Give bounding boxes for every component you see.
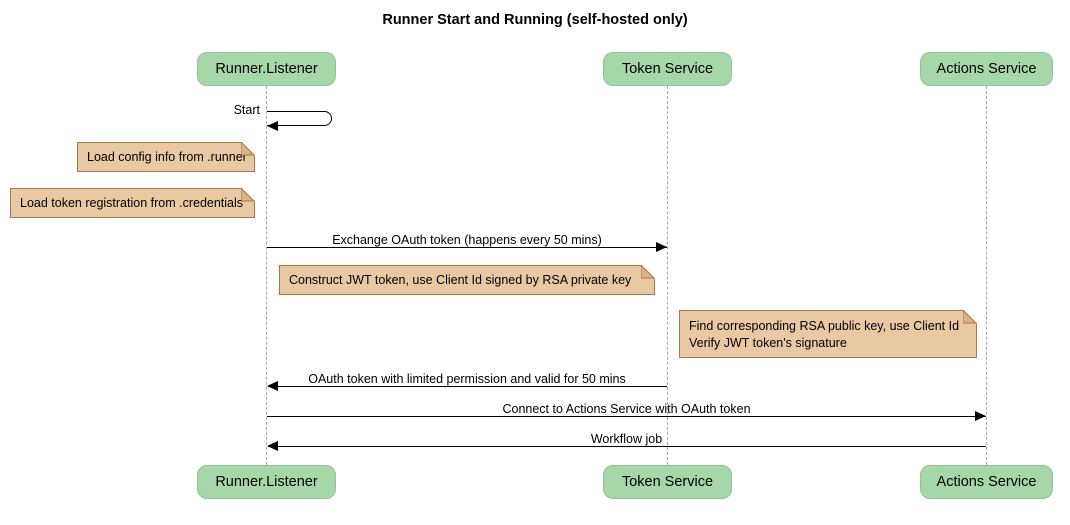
participant-token-service-top: Token Service: [603, 52, 732, 86]
participant-actions-service-bottom: Actions Service: [920, 465, 1053, 499]
note-load-token-registration: Load token registration from .credential…: [10, 188, 255, 218]
self-message-arrow: [267, 111, 332, 126]
arrowhead-right-icon: [975, 411, 986, 421]
message-line: [267, 416, 986, 417]
participant-label: Actions Service: [936, 61, 1037, 77]
participant-runner-listener-top: Runner.Listener: [197, 52, 336, 86]
note-text-line1: Find corresponding RSA public key, use C…: [689, 319, 960, 333]
lifeline-actions-service: [986, 86, 987, 465]
note-text: Load token registration from .credential…: [20, 196, 244, 210]
message-line: [267, 247, 667, 248]
message-label-exchange-oauth: Exchange OAuth token (happens every 50 m…: [332, 233, 602, 247]
note-text: Load config info from .runner: [87, 150, 247, 164]
lifeline-token-service: [667, 86, 668, 465]
participant-label: Token Service: [621, 61, 714, 77]
participant-token-service-bottom: Token Service: [603, 465, 732, 499]
note-fold-icon: [241, 188, 255, 202]
note-load-config: Load config info from .runner: [77, 142, 255, 172]
message-label-oauth-token: OAuth token with limited permission and …: [308, 372, 626, 386]
participant-actions-service-top: Actions Service: [920, 52, 1053, 86]
message-line: [268, 386, 667, 387]
participant-label: Token Service: [621, 474, 714, 490]
note-text: Construct JWT token, use Client Id signe…: [289, 273, 632, 287]
message-line: [268, 446, 986, 447]
participant-label: Runner.Listener: [215, 474, 318, 490]
note-fold-icon: [241, 142, 255, 156]
note-fold-icon: [641, 265, 655, 279]
note-fold-icon: [963, 310, 977, 324]
participant-runner-listener-bottom: Runner.Listener: [197, 465, 336, 499]
arrowhead-left-icon: [267, 121, 278, 131]
message-label-connect-actions: Connect to Actions Service with OAuth to…: [502, 402, 751, 416]
note-verify-jwt: Find corresponding RSA public key, use C…: [679, 310, 977, 358]
participant-label: Runner.Listener: [215, 61, 318, 77]
note-construct-jwt: Construct JWT token, use Client Id signe…: [279, 265, 655, 295]
self-message-label: Start: [233, 103, 260, 117]
message-label-workflow-job: Workflow job: [590, 432, 663, 446]
arrowhead-left-icon: [267, 441, 278, 451]
lifeline-runner-listener: [266, 86, 267, 465]
diagram-title: Runner Start and Running (self-hosted on…: [382, 12, 688, 28]
participant-label: Actions Service: [936, 474, 1037, 490]
arrowhead-right-icon: [656, 242, 667, 252]
note-text-line2: Verify JWT token's signature: [689, 336, 847, 350]
arrowhead-left-icon: [267, 381, 278, 391]
